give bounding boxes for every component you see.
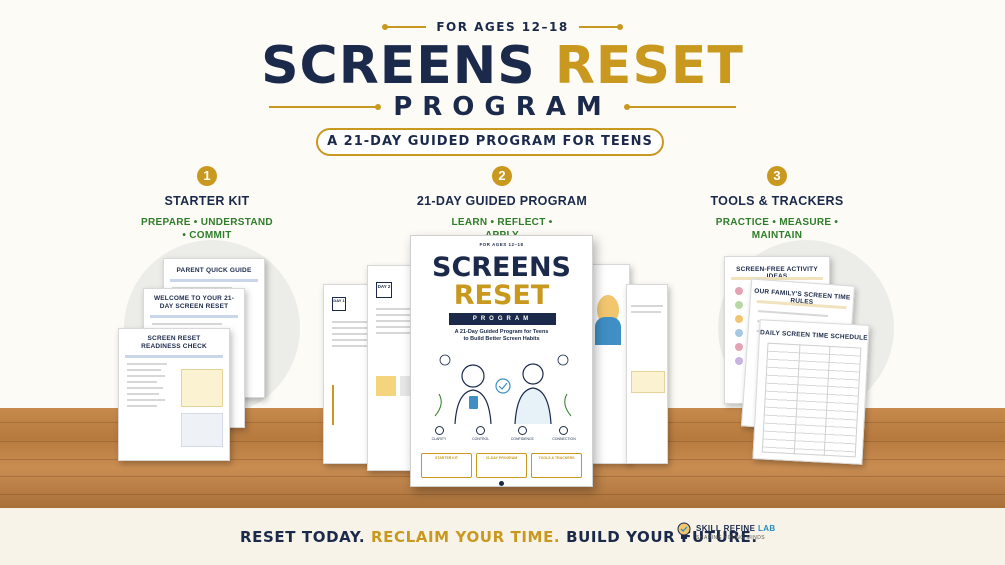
cover-subtitle-line2: to Build Better Screen Habits bbox=[463, 336, 540, 342]
logo-name: SKILL REFINE LAB bbox=[696, 523, 776, 533]
right-back-page-1 bbox=[590, 264, 630, 464]
doc-heading: SCREEN RESET READINESS CHECK bbox=[141, 335, 207, 350]
column-sub-line2: MAINTAIN bbox=[751, 230, 803, 241]
program-cover: FOR AGES 12–18 SCREENS RESET PROGRAM A 2… bbox=[410, 235, 593, 487]
feature-control: CONTROL bbox=[463, 426, 499, 442]
program-row: PROGRAM bbox=[0, 92, 1005, 122]
step-number-2: 2 bbox=[492, 166, 512, 186]
ages-divider-right bbox=[578, 24, 623, 30]
cover-box-starter: STARTER KIT bbox=[421, 453, 472, 478]
cover-subtitle-line1: A 21-Day Guided Program for Teens bbox=[454, 329, 549, 335]
column-sub-line2: • COMMIT bbox=[182, 230, 232, 241]
title-reset: RESET bbox=[554, 36, 744, 96]
cover-ages: FOR AGES 12–18 bbox=[479, 242, 524, 247]
column-guided-program: 2 21-DAY GUIDED PROGRAM LEARN • REFLECT … bbox=[402, 166, 602, 242]
feature-confidence: CONFIDENCE bbox=[504, 426, 540, 442]
doc-heading: DAILY SCREEN TIME SCHEDULE bbox=[759, 329, 868, 342]
doc-heading: PARENT QUICK GUIDE bbox=[176, 267, 252, 274]
cover-dot-icon bbox=[499, 481, 504, 486]
daily-schedule-doc: DAILY SCREEN TIME SCHEDULE bbox=[752, 319, 870, 465]
tagline-part2: RECLAIM YOUR TIME. bbox=[371, 528, 561, 546]
program-divider-left bbox=[269, 104, 382, 110]
doc-heading: WELCOME TO YOUR 21-DAY SCREEN RESET bbox=[153, 295, 235, 310]
title-screens: SCREENS bbox=[261, 36, 536, 96]
tagline-part3: BUILD YOUR FUTURE. bbox=[566, 528, 758, 546]
column-title: STARTER KIT bbox=[164, 194, 250, 208]
column-sub-line1: LEARN • REFLECT • bbox=[451, 217, 553, 228]
footer-band bbox=[0, 508, 1005, 565]
cover-box-row: STARTER KIT 21-DAY PROGRAM TOOLS & TRACK… bbox=[421, 453, 582, 478]
lightbulb-icon bbox=[677, 522, 691, 539]
column-tools-trackers: 3 TOOLS & TRACKERS PRACTICE • MEASURE • … bbox=[677, 166, 877, 242]
teens-illustration-icon bbox=[434, 354, 572, 424]
connection-icon bbox=[559, 426, 569, 435]
feature-connection: CONNECTION bbox=[546, 426, 582, 442]
clarity-icon bbox=[434, 426, 444, 435]
step-number-1: 1 bbox=[197, 166, 217, 186]
footer-tagline: RESET TODAY. RECLAIM YOUR TIME. BUILD YO… bbox=[240, 528, 758, 546]
brand-logo: SKILL REFINE LAB SHAPING YOUNG MINDS bbox=[676, 522, 776, 542]
cover-subtitle: A 21-Day Guided Program for Teens to Bui… bbox=[411, 329, 592, 343]
program-divider-right bbox=[623, 104, 736, 110]
cover-title-screens: SCREENS bbox=[432, 252, 571, 283]
right-back-page-2 bbox=[626, 284, 668, 464]
day2-badge: DAY 2 bbox=[376, 282, 392, 298]
control-icon bbox=[476, 426, 486, 435]
feature-clarity: CLARITY bbox=[421, 426, 457, 442]
column-sub-line1: PRACTICE • MEASURE • bbox=[715, 217, 839, 228]
subtitle-pill: A 21-DAY GUIDED PROGRAM FOR TEENS bbox=[316, 128, 664, 156]
logo-tagline: SHAPING YOUNG MINDS bbox=[696, 534, 766, 541]
day1-badge: DAY 1 bbox=[332, 297, 346, 311]
confidence-icon bbox=[517, 426, 527, 435]
cover-box-program: 21-DAY PROGRAM bbox=[476, 453, 527, 478]
column-title: TOOLS & TRACKERS bbox=[710, 194, 844, 208]
cover-title-reset: RESET bbox=[453, 280, 550, 311]
cover-program-label: PROGRAM bbox=[449, 313, 556, 325]
program-word: PROGRAM bbox=[393, 92, 612, 122]
column-title: 21-DAY GUIDED PROGRAM bbox=[416, 194, 588, 208]
column-starter-kit: 1 STARTER KIT PREPARE • UNDERSTAND • COM… bbox=[107, 166, 307, 242]
ages-divider-left bbox=[382, 24, 427, 30]
step-number-3: 3 bbox=[767, 166, 787, 186]
column-sub-line1: PREPARE • UNDERSTAND bbox=[141, 217, 273, 228]
readiness-check-doc: SCREEN RESET READINESS CHECK bbox=[118, 328, 230, 461]
ages-label: FOR AGES 12–18 bbox=[436, 20, 569, 34]
cover-feature-row: CLARITY CONTROL CONFIDENCE CONNECTION bbox=[421, 426, 582, 442]
doc-heading: SCREEN-FREE ACTIVITY IDEAS bbox=[736, 266, 818, 280]
cover-box-tools: TOOLS & TRACKERS bbox=[531, 453, 582, 478]
main-title: SCREENS RESET bbox=[0, 36, 1005, 96]
ages-row: FOR AGES 12–18 bbox=[0, 20, 1005, 34]
tagline-part1: RESET TODAY. bbox=[240, 528, 366, 546]
